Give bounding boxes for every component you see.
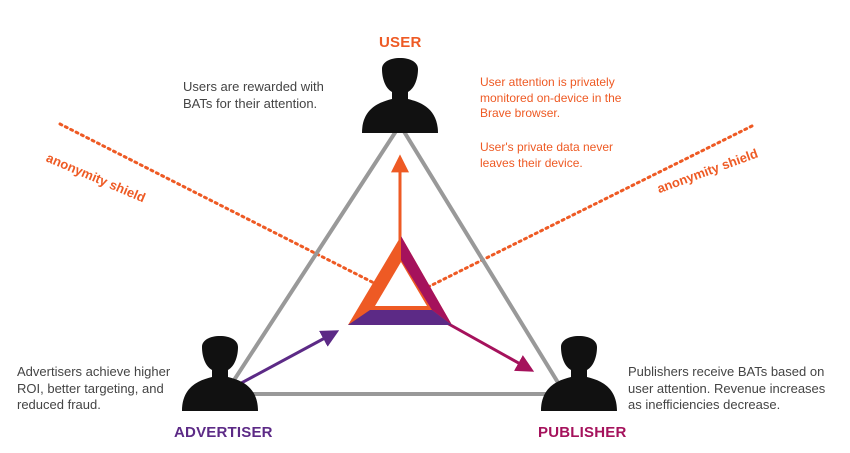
anonymity-shield-line-right — [416, 124, 754, 294]
arrow-to-publisher — [437, 316, 535, 372]
user-icon — [362, 58, 438, 133]
advertiser-icon — [182, 336, 258, 411]
advertisers-description: Advertisers achieve higher ROI, better t… — [17, 364, 171, 412]
users-description: Users are rewarded with BATs for their a… — [183, 79, 324, 111]
arrow-from-advertiser — [231, 330, 340, 390]
advertiser-label: ADVERTISER — [174, 424, 273, 441]
bat-logo-icon — [348, 236, 452, 325]
anonymity-shield-line-left — [58, 122, 380, 287]
publisher-label: PUBLISHER — [538, 424, 627, 441]
privacy-note: User's private data never leaves their d… — [480, 140, 614, 170]
publisher-icon — [541, 336, 617, 411]
user-label: USER — [379, 34, 422, 51]
ecosystem-triangle — [223, 123, 567, 396]
attention-note: User attention is privately monitored on… — [480, 75, 622, 120]
publishers-description: Publishers receive BATs based on user at… — [628, 364, 826, 412]
